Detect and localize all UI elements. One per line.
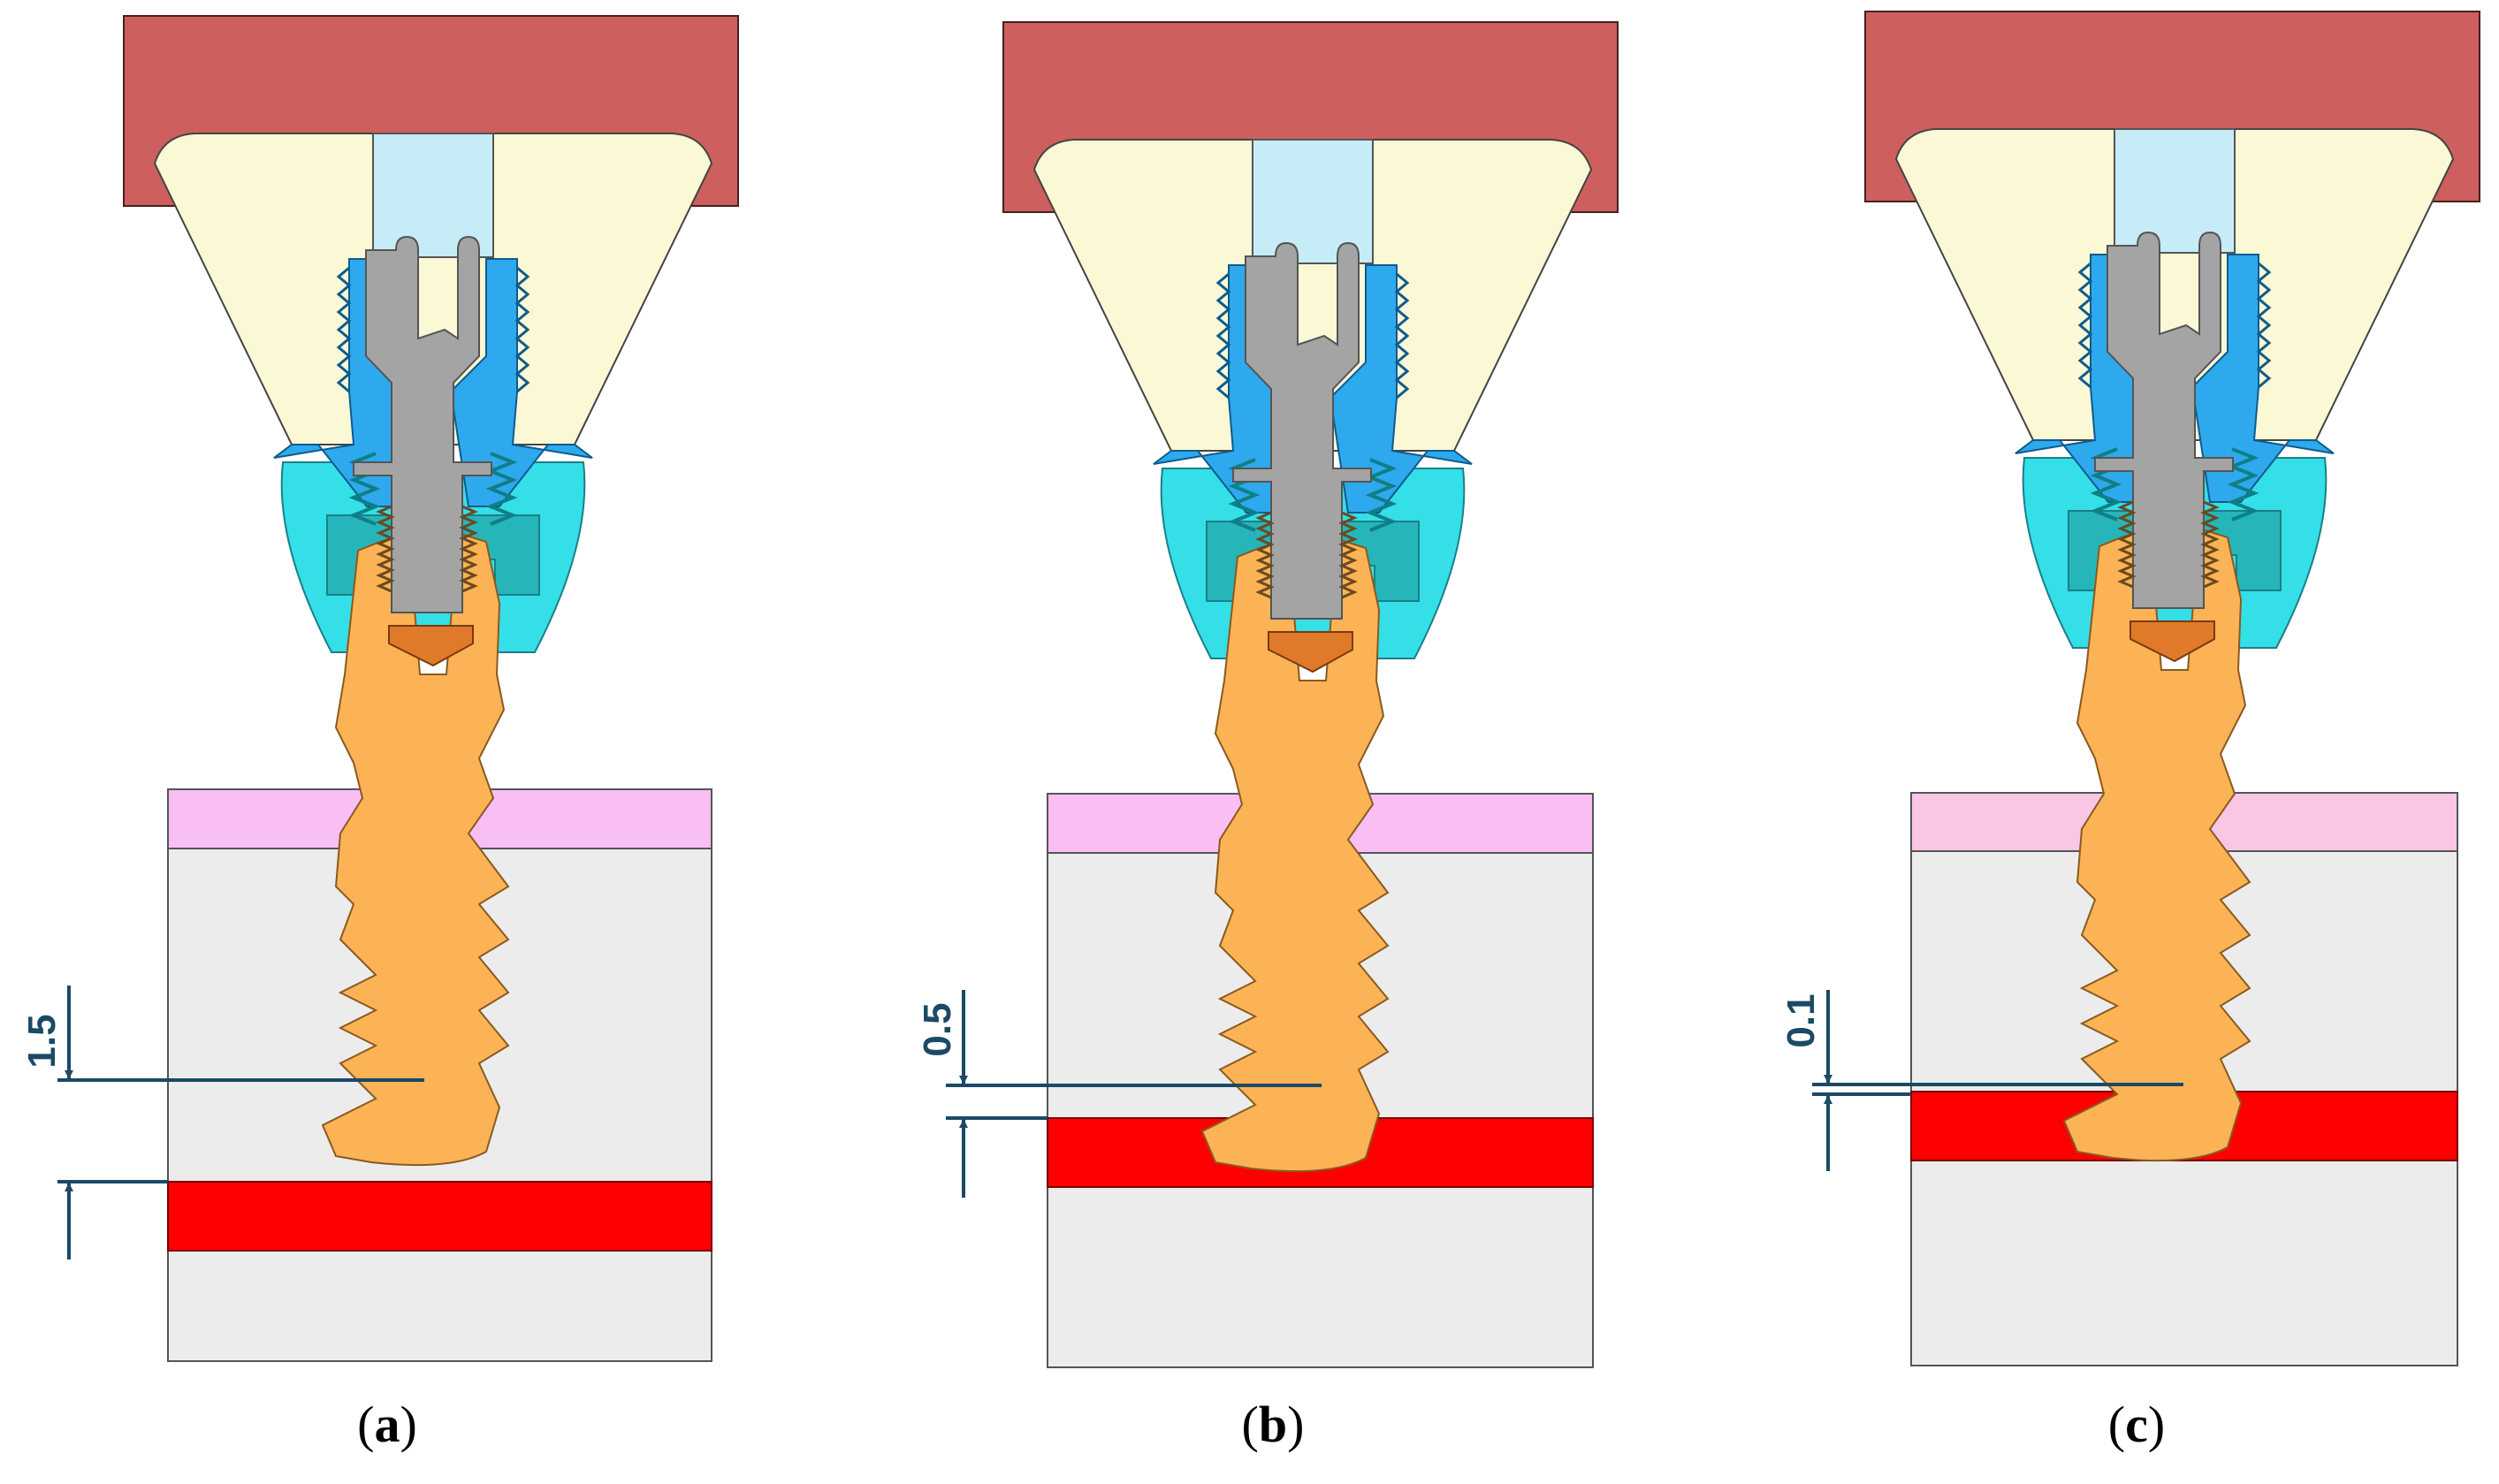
distance-label: 0.5 [916, 1002, 959, 1056]
caption-a: (a) [357, 1396, 417, 1453]
panel-c: 0.1 [1779, 10, 2481, 1366]
caption-c: (c) [2107, 1396, 2166, 1453]
panel-b: 0.5 [916, 20, 1619, 1368]
caption-b: (b) [1241, 1396, 1305, 1453]
panel-a: 1.5 [20, 14, 740, 1362]
distance-label: 1.5 [20, 1014, 64, 1068]
distance-label: 0.1 [1779, 993, 1823, 1047]
nerve-canal [167, 1181, 712, 1252]
